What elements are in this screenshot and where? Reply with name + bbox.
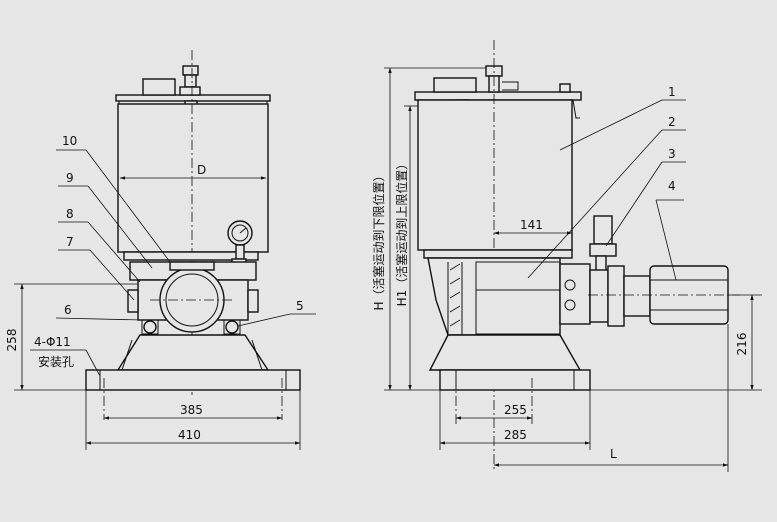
callout-3: 3 xyxy=(668,147,676,161)
dim-216-label: 216 xyxy=(735,333,749,356)
dim-D-label: D xyxy=(197,163,206,177)
front-view: D xyxy=(5,50,316,450)
dim-141-label: 141 xyxy=(520,218,543,232)
side-view: 141 xyxy=(371,40,762,472)
mounting-holes-note: 4-Φ11 安装孔 xyxy=(30,335,101,377)
front-flange xyxy=(123,251,259,261)
dim-385-label: 385 xyxy=(180,403,203,417)
solenoid-valve xyxy=(589,215,617,273)
dimension-410: 410 xyxy=(85,390,301,450)
front-callouts: 10 9 8 7 6 5 xyxy=(55,134,316,327)
callout-4: 4 xyxy=(668,179,676,193)
callout-7: 7 xyxy=(66,235,74,249)
front-pedestal xyxy=(116,334,270,371)
dimension-H1: H1（活塞运动到上限位置） xyxy=(394,105,418,391)
dimension-H: H（活塞运动到下限位置） xyxy=(371,67,486,391)
side-pedestal xyxy=(427,257,582,371)
callout-5: 5 xyxy=(296,299,304,313)
dimension-D: D xyxy=(119,163,267,180)
side-base xyxy=(439,369,591,425)
dimension-258: 258 xyxy=(5,283,138,391)
dim-255-label: 255 xyxy=(504,403,527,417)
side-motor xyxy=(559,263,740,327)
dimension-141: 141 xyxy=(493,218,573,235)
dim-L-label: L xyxy=(610,447,617,461)
dim-285-label: 285 xyxy=(504,428,527,442)
holes-label: 4-Φ11 xyxy=(34,335,71,349)
front-outlets xyxy=(141,319,241,335)
callout-10: 10 xyxy=(62,134,77,148)
front-base xyxy=(85,369,301,420)
dimension-285: 285 xyxy=(439,390,591,450)
side-reservoir xyxy=(417,99,573,251)
label-H: H（活塞运动到下限位置） xyxy=(371,169,386,310)
dim-258-label: 258 xyxy=(5,329,19,352)
front-pump-body xyxy=(127,261,259,333)
holes-note: 安装孔 xyxy=(38,354,74,369)
side-callouts: 1 2 3 4 xyxy=(527,85,686,281)
callout-6: 6 xyxy=(64,303,72,317)
dimension-L: L xyxy=(493,324,729,472)
dim-410-label: 410 xyxy=(178,428,201,442)
label-H1: H1（活塞运动到上限位置） xyxy=(394,158,409,307)
dimension-385: 385 xyxy=(103,403,283,420)
dimension-255: 255 xyxy=(455,403,533,420)
callout-2: 2 xyxy=(668,115,676,129)
callout-9: 9 xyxy=(66,171,74,185)
callout-1: 1 xyxy=(668,85,676,99)
callout-8: 8 xyxy=(66,207,74,221)
dimension-216: 216 xyxy=(590,294,762,391)
